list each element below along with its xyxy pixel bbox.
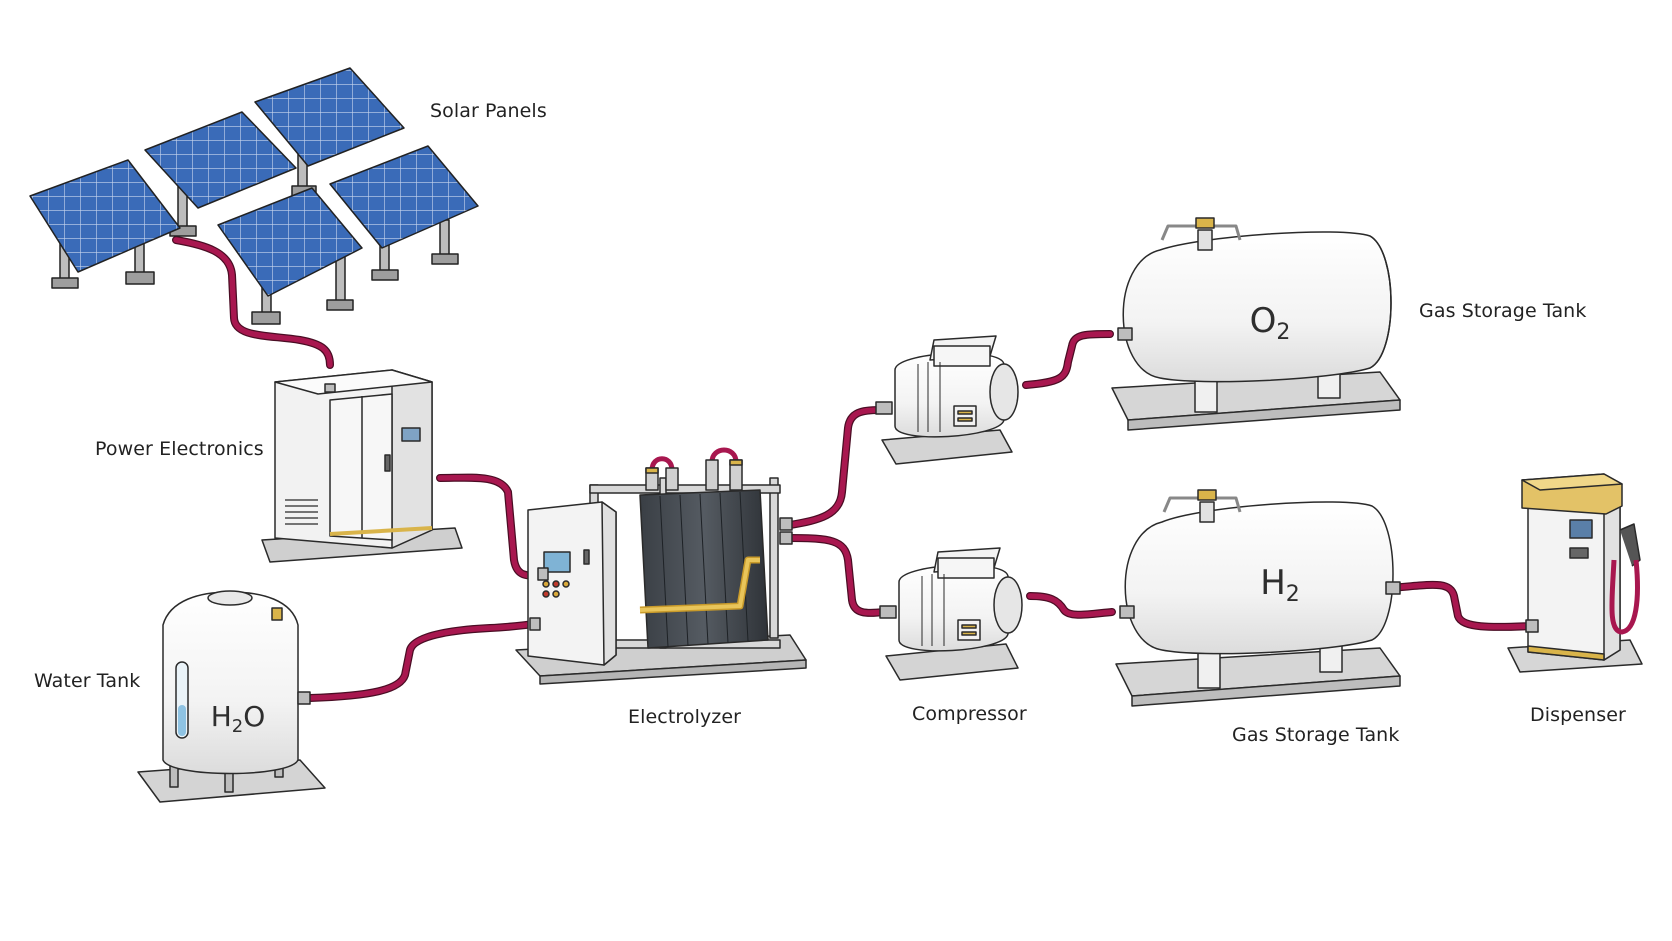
pipe-solar-to-power xyxy=(172,236,334,369)
pipe-electrolyzer-to-h2-compressor xyxy=(786,534,888,617)
fuel-pump-icon xyxy=(1507,473,1643,673)
dispenser-label: Dispenser xyxy=(1530,704,1626,726)
power-electronics-label: Power Electronics xyxy=(95,438,264,460)
pressure-vessel-icon xyxy=(1115,489,1401,707)
cabinet-icon xyxy=(261,369,463,563)
o2-tank-label: Gas Storage Tank xyxy=(1419,300,1587,322)
pipe-compressor-to-o2-tank xyxy=(1022,330,1114,389)
solar-panels-label: Solar Panels xyxy=(430,100,547,122)
pipe-h2-tank-to-dispenser xyxy=(1386,580,1536,631)
compressor-label: Compressor xyxy=(912,703,1027,725)
water-tank-label: Water Tank xyxy=(34,670,141,692)
pipe-electrolyzer-to-o2-compressor xyxy=(786,406,884,529)
oxygen-formula: O2 xyxy=(1250,301,1291,345)
h2-tank-label: Gas Storage Tank xyxy=(1232,724,1400,746)
pressure-vessel-icon xyxy=(1111,217,1401,431)
pipe-water-to-electrolyzer xyxy=(306,620,542,702)
hydrogen-formula: H2 xyxy=(1260,563,1300,607)
motor-icon xyxy=(875,335,1019,465)
electrolyzer-icon xyxy=(515,447,807,685)
tank-icon xyxy=(137,590,326,803)
pipes xyxy=(172,236,1536,702)
pipe-compressor-to-h2-tank xyxy=(1026,592,1116,619)
water-formula: H2O xyxy=(211,700,266,737)
solar-panel-icon xyxy=(29,67,479,325)
electrolyzer-label: Electrolyzer xyxy=(628,706,742,728)
motor-icon xyxy=(879,547,1023,681)
